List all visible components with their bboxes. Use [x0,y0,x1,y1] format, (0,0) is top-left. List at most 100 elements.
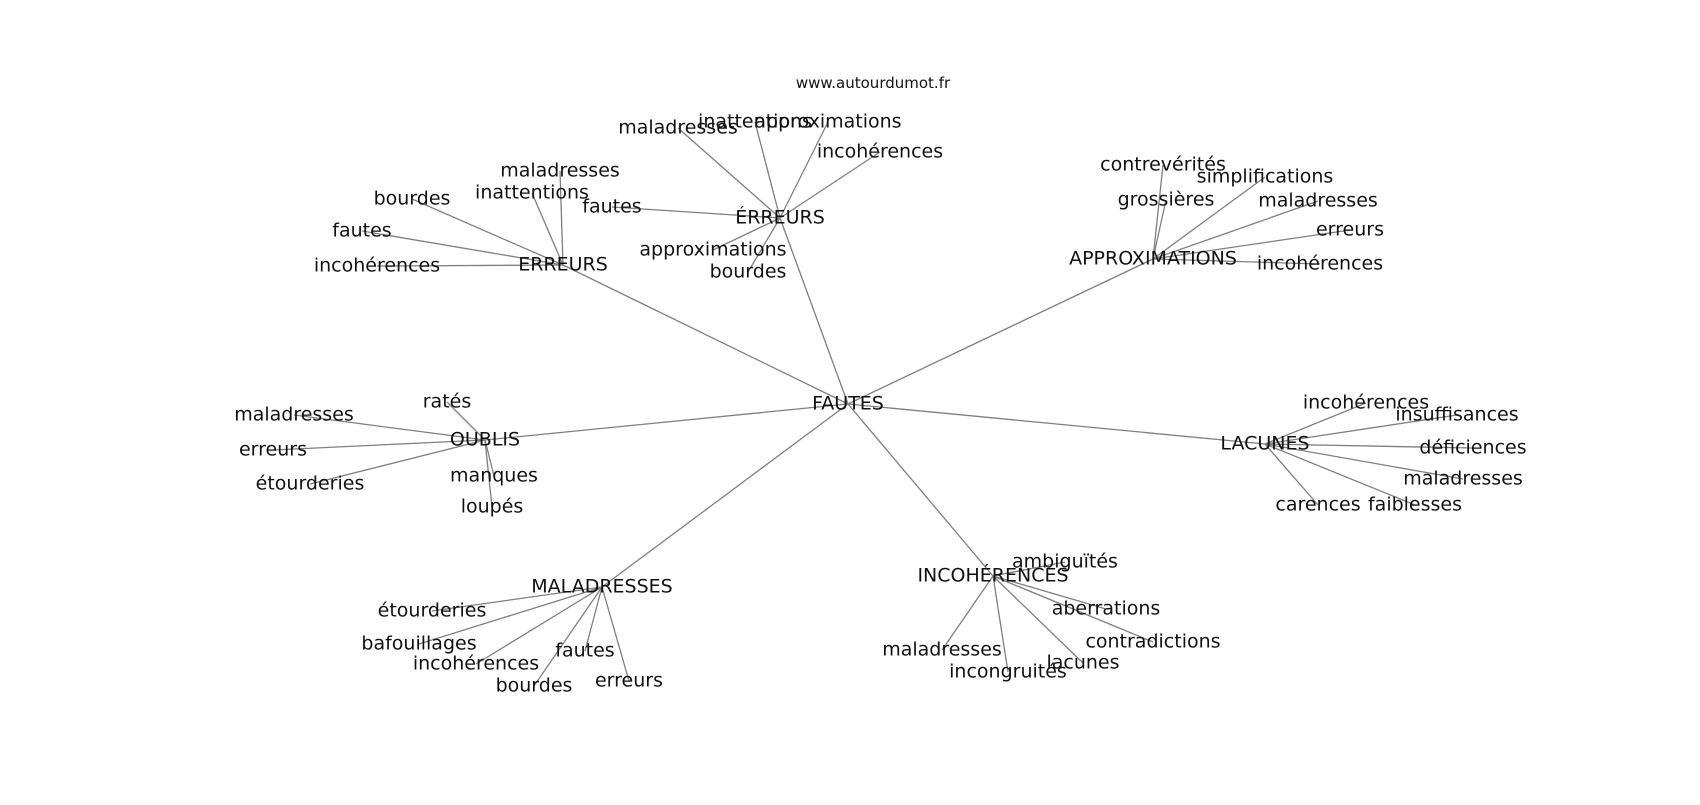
edge-hub-to-word [1152,176,1266,260]
word-node-label: bourdes [374,188,451,210]
edge-root-to-hub [779,217,849,405]
word-node-label: simplifications [1197,166,1334,188]
edge-hub-to-word [941,575,994,651]
word-node-label: inattentions [475,182,589,204]
edge-hub-to-word [484,439,495,477]
word-node-label: maladresses [500,160,620,182]
label-layer: FAUTESÉRREURSmaladressesinattentionsappr… [234,111,1526,697]
word-node-label: maladresses [882,639,1002,661]
edge-hub-to-word [376,264,564,267]
edge-hub-to-word [361,230,564,266]
word-node-label: inattentions [698,111,812,133]
edge-hub-to-word [779,151,881,219]
word-node-label: fautes [582,196,641,218]
edge-hub-to-word [1152,199,1167,260]
edge-root-to-hub [847,403,1266,445]
edge-hub-to-word [475,586,603,665]
edge-root-to-hub [847,403,994,577]
edge-hub-to-word [1264,443,1464,480]
word-node-label: incohérences [1257,253,1383,275]
word-node-label: incohérences [413,653,539,675]
word-node-label: erreurs [595,670,663,692]
word-node-label: fautes [555,640,614,662]
word-node-label: incongruités [949,661,1067,683]
word-node-label: approximations [754,111,901,133]
word-node-label: aberrations [1052,598,1161,620]
hub-node-label: MALADRESSES [531,576,672,598]
edge-hub-to-word [1264,443,1416,506]
edge-hub-to-word [533,586,603,687]
hub-node-label: ERREURS [518,254,608,276]
word-node-label: contradictions [1085,631,1220,653]
edge-hub-to-word [992,575,1154,643]
word-node-label: bourdes [710,261,787,283]
edge-hub-to-word [559,170,564,266]
edge-root-to-hub [601,403,849,588]
word-node-label: maladresses [234,404,354,426]
edge-hub-to-word [992,575,1107,610]
edge-root-to-hub [484,403,849,441]
word-node-label: lacunes [1046,652,1119,674]
word-node-label: grossières [1118,189,1215,211]
edge-hub-to-word [531,192,564,266]
edge-hub-to-word [584,586,603,652]
word-node-label: erreurs [239,439,307,461]
edge-root-to-hub [847,258,1154,405]
edge-hub-to-word [747,217,781,273]
hub-node-label: OUBLIS [450,429,520,451]
word-node-label: fautes [332,220,391,242]
word-node-label: loupés [461,496,524,518]
word-node-label: carences [1275,494,1360,516]
word-node-label: déficiences [1419,437,1526,459]
word-node-label: étourderies [256,473,365,495]
word-node-label: ratés [423,391,472,413]
hub-node-label: INCOHÉRENCES [917,564,1068,587]
edge-hub-to-word [293,414,486,441]
edge-hub-to-word [601,586,630,682]
edge-root-to-hub [562,264,849,405]
edge-hub-to-word [779,121,829,219]
hub-node-label: LACUNES [1220,433,1309,455]
word-node-label: maladresses [618,117,738,139]
edge-hub-to-word [1152,164,1164,260]
edge-hub-to-word [309,439,486,485]
hub-node-label: APPROXIMATIONS [1069,248,1237,270]
edge-layer [272,121,1474,687]
edge-hub-to-word [1264,443,1319,506]
edge-hub-to-word [992,561,1066,577]
edge-hub-to-word [992,575,1084,664]
word-node-label: incohérences [1303,392,1429,414]
edge-hub-to-word [712,217,781,251]
edge-hub-to-word [1152,229,1351,260]
edge-hub-to-word [992,575,1009,673]
word-node-label: erreurs [1316,219,1384,241]
word-node-label: insuffisances [1395,404,1518,426]
word-node-label: faiblesses [1368,494,1462,516]
word-node-label: maladresses [1403,468,1523,490]
source-url: www.autourdumot.fr [796,74,951,92]
word-node-label: maladresses [1258,190,1378,212]
edge-hub-to-word [677,127,781,219]
edge-hub-to-word [1152,200,1319,260]
word-node-label: bourdes [496,675,573,697]
word-node-label: contrevérités [1100,154,1226,176]
edge-hub-to-word [754,121,781,219]
word-node-label: manques [450,465,538,487]
edge-hub-to-word [446,401,486,441]
edge-hub-to-word [431,586,603,612]
edge-hub-to-word [1264,402,1367,445]
word-node-label: approximations [639,239,786,261]
edge-hub-to-word [1264,443,1474,449]
root-node-label: FAUTES [812,393,884,415]
edge-hub-to-word [611,206,781,219]
edge-hub-to-word [418,586,603,645]
word-node-label: incohérences [817,141,943,163]
word-node-label: ambiguïtés [1012,551,1118,573]
edge-hub-to-word [1264,414,1458,445]
word-node-label: étourderies [378,600,487,622]
word-node-label: bafouillages [361,633,476,655]
edge-hub-to-word [411,198,564,266]
word-node-label: incohérences [314,255,440,277]
